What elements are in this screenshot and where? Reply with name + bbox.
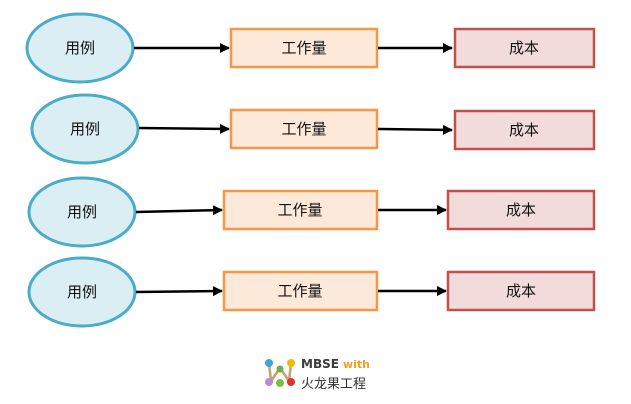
workload-label: 工作量 <box>277 201 322 219</box>
usecase-ellipse <box>25 12 135 84</box>
diagram-row-4: 用例 工作量 成本 <box>27 256 596 328</box>
diagram-row-1: 用例 工作量 成本 <box>25 12 596 84</box>
cost-box <box>446 189 596 231</box>
workload-label: 工作量 <box>281 39 326 57</box>
usecase-label: 用例 <box>67 203 97 221</box>
diagram-row-2: 用例 工作量 成本 <box>30 93 596 165</box>
cost-label: 成本 <box>506 282 536 300</box>
arrow-usecase-to-workload <box>135 286 223 297</box>
workload-box <box>222 189 379 231</box>
arrow-usecase-to-workload <box>138 123 230 134</box>
usecase-label: 用例 <box>67 283 97 301</box>
cost-box <box>453 109 596 151</box>
workload-label: 工作量 <box>277 282 322 300</box>
usecase-label: 用例 <box>70 120 100 138</box>
cost-label: 成本 <box>506 201 536 219</box>
arrow-usecase-to-workload <box>135 205 223 216</box>
logo-subtitle: 火龙果工程 <box>301 377 367 392</box>
usecase-label: 用例 <box>65 39 95 57</box>
mbse-logo-icon <box>265 359 295 387</box>
workload-label: 工作量 <box>281 120 326 138</box>
cost-box <box>453 27 596 69</box>
logo-with-text: with <box>342 358 370 371</box>
usecase-ellipse <box>27 256 137 328</box>
cost-label: 成本 <box>509 39 539 57</box>
workload-box <box>229 27 379 69</box>
logo-mbse-text: MBSE <box>301 357 339 371</box>
cost-box <box>446 270 596 312</box>
cost-label: 成本 <box>509 121 539 139</box>
workload-box <box>229 108 379 150</box>
arrow-workload-to-cost <box>377 124 453 135</box>
usecase-ellipse <box>30 93 140 165</box>
diagram-row-3: 用例 工作量 成本 <box>27 176 596 248</box>
usecase-ellipse <box>27 176 137 248</box>
workload-box <box>222 270 379 312</box>
